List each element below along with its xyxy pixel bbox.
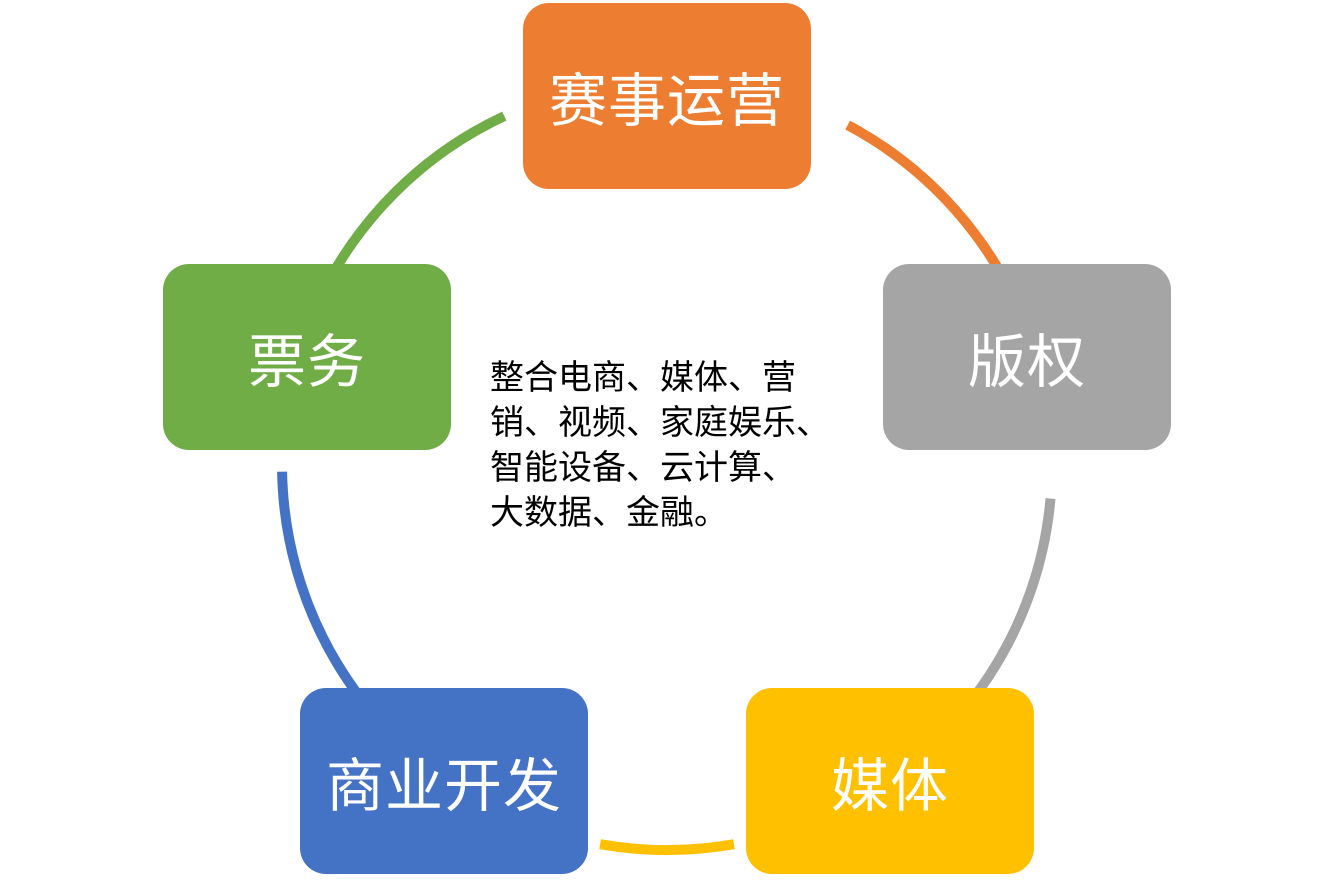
node-commercial-development: 商业开发 (300, 688, 588, 874)
center-line: 智能设备、云计算、 (490, 448, 796, 488)
node-event-operations: 赛事运营 (523, 3, 811, 189)
center-line: 销、视频、家庭娱乐、 (490, 403, 830, 443)
node-media: 媒体 (746, 688, 1034, 874)
node-label: 商业开发 (325, 752, 562, 820)
arc-media-to-commercial (599, 839, 735, 855)
center-description: 整合电商、媒体、营 销、视频、家庭娱乐、 智能设备、云计算、 大数据、金融。 (490, 356, 862, 536)
node-label: 票务 (247, 328, 366, 396)
node-ticketing: 票务 (163, 264, 451, 450)
center-line: 整合电商、媒体、营 (490, 358, 796, 398)
center-line: 大数据、金融。 (490, 493, 728, 533)
node-copyright: 版权 (883, 264, 1171, 450)
node-label: 赛事运营 (548, 67, 785, 135)
node-label: 媒体 (830, 752, 949, 820)
node-label: 版权 (967, 328, 1086, 396)
